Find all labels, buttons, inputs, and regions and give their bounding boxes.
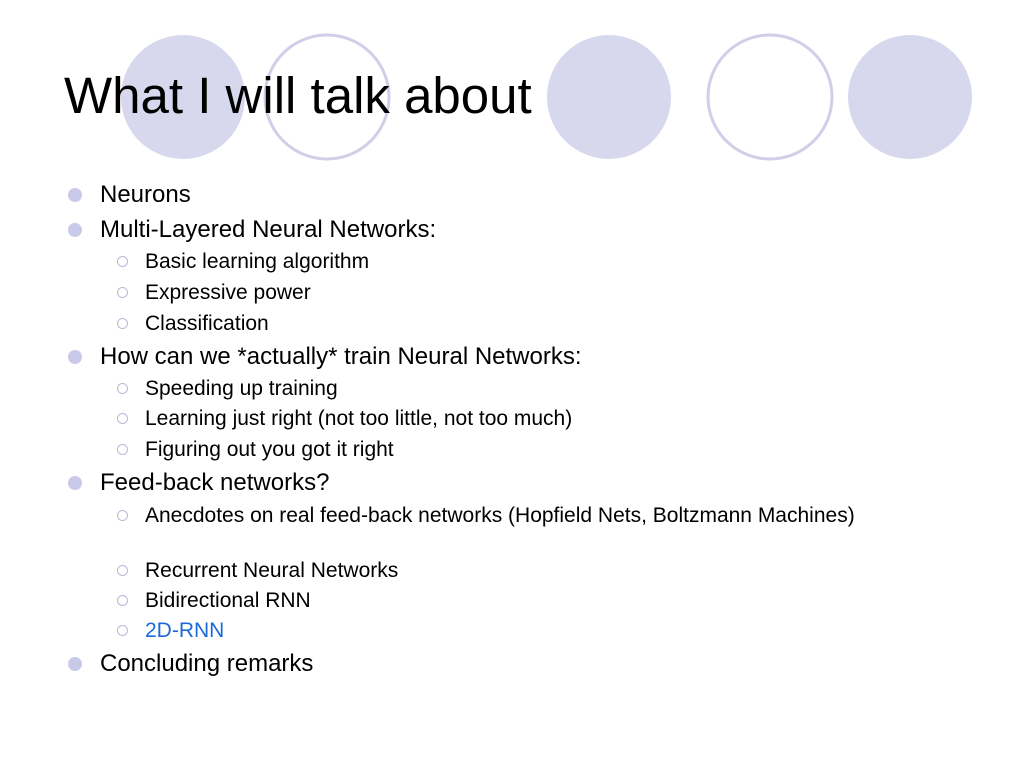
sub-bullet-ring-icon xyxy=(117,565,128,576)
sub-bullet-text: Speeding up training xyxy=(145,377,338,400)
sub-bullet-text: Basic learning algorithm xyxy=(145,250,370,273)
bullet-dot-icon xyxy=(68,476,82,490)
sub-bullet-text: Expressive power xyxy=(145,281,311,304)
sub-bullet-item: Classification xyxy=(117,312,905,336)
sub-bullet-item: 2D-RNN xyxy=(117,619,905,643)
sub-bullet-text: Anecdotes on real feed-back networks (Ho… xyxy=(145,504,855,527)
sub-bullet-item: Learning just right (not too little, not… xyxy=(117,407,905,431)
bullet-dot-icon xyxy=(68,657,82,671)
sub-bullet-text: Classification xyxy=(145,312,269,335)
decor-circle-4 xyxy=(706,33,834,161)
bullet-text: Concluding remarks xyxy=(100,650,314,677)
sub-bullet-item: Recurrent Neural Networks xyxy=(117,559,905,583)
sub-bullet-text: Recurrent Neural Networks xyxy=(145,559,399,582)
sub-bullet-text: Bidirectional RNN xyxy=(145,589,311,612)
decor-circle-2 xyxy=(263,33,391,161)
decor-circle-3 xyxy=(547,35,671,159)
bullet-item: Multi-Layered Neural Networks: xyxy=(68,216,437,244)
sub-bullet-ring-icon xyxy=(117,625,128,636)
bullet-dot-icon xyxy=(68,188,82,202)
sub-bullet-ring-icon xyxy=(117,595,128,606)
bullet-text: Neurons xyxy=(100,181,191,208)
sub-bullet-item: Anecdotes on real feed-back networks (Ho… xyxy=(117,504,905,528)
bullet-dot-icon xyxy=(68,223,82,237)
slide-title: What I will talk about xyxy=(64,67,532,124)
bullet-text: Feed-back networks? xyxy=(100,469,330,496)
bullet-text: How can we *actually* train Neural Netwo… xyxy=(100,343,582,370)
sub-bullet-ring-icon xyxy=(117,510,128,521)
bullet-item: How can we *actually* train Neural Netwo… xyxy=(68,343,582,371)
sub-bullet-text: Learning just right (not too little, not… xyxy=(145,407,573,430)
decor-circle-5 xyxy=(848,35,972,159)
sub-bullet-text: Figuring out you got it right xyxy=(145,438,394,461)
sub-bullet-ring-icon xyxy=(117,444,128,455)
sub-bullet-item: Expressive power xyxy=(117,281,905,305)
sub-bullet-ring-icon xyxy=(117,256,128,267)
sub-bullet-link[interactable]: 2D-RNN xyxy=(145,619,225,642)
bullet-item: Feed-back networks? xyxy=(68,469,330,497)
decor-circle-1 xyxy=(121,35,245,159)
sub-bullet-ring-icon xyxy=(117,413,128,424)
sub-bullet-item: Basic learning algorithm xyxy=(117,250,905,274)
bullet-dot-icon xyxy=(68,350,82,364)
sub-bullet-item: Speeding up training xyxy=(117,377,905,401)
sub-bullet-item: Figuring out you got it right xyxy=(117,438,905,462)
sub-bullet-ring-icon xyxy=(117,287,128,298)
sub-bullet-ring-icon xyxy=(117,383,128,394)
bullet-item: Concluding remarks xyxy=(68,650,314,678)
bullet-item: Neurons xyxy=(68,181,191,209)
bullet-text: Multi-Layered Neural Networks: xyxy=(100,216,437,243)
sub-bullet-item: Bidirectional RNN xyxy=(117,589,905,613)
sub-bullet-ring-icon xyxy=(117,318,128,329)
